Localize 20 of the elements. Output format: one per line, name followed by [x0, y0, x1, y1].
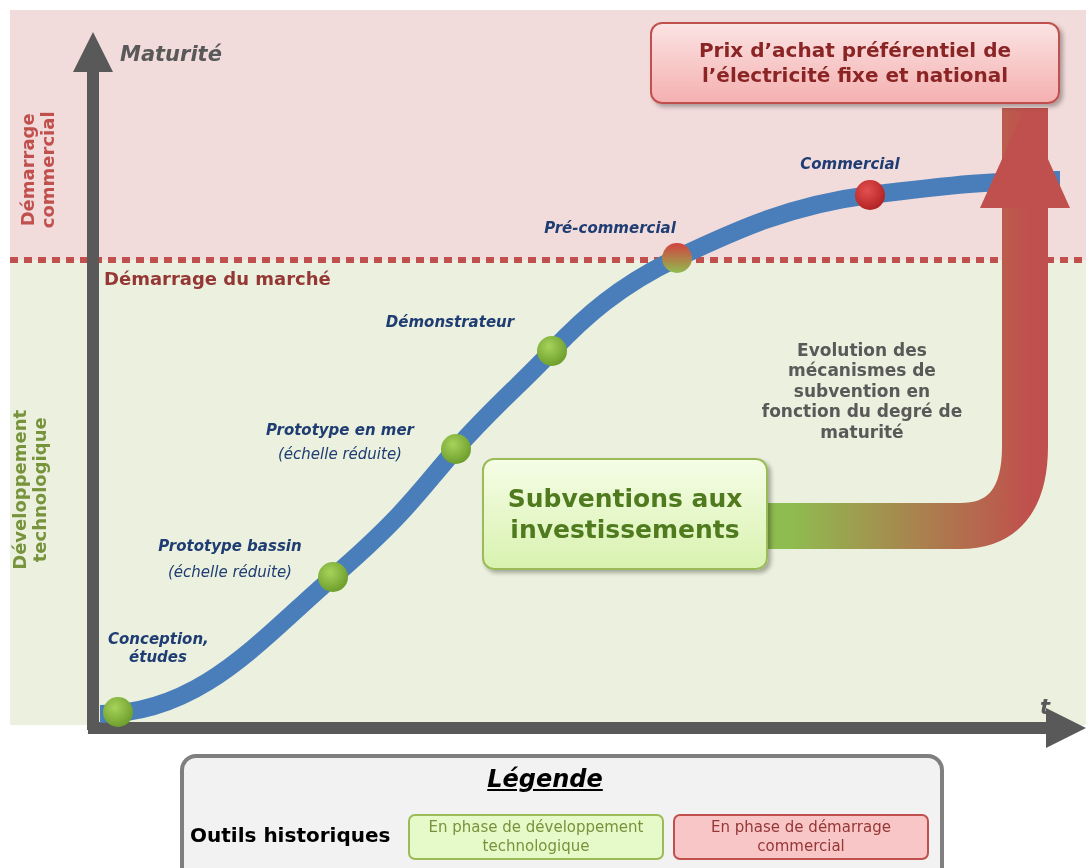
- stage-note: (échelle réduite): [277, 445, 403, 463]
- zone-label: Démarrage commercial: [18, 110, 58, 231]
- stage-label: Démonstrateur: [384, 313, 516, 331]
- stage-label: Conception, études: [108, 630, 208, 666]
- legend-row-label: Outils historiques: [190, 823, 392, 847]
- legend-swatch: En phase de démarrage commercial: [673, 814, 929, 860]
- legend-title: Légende: [486, 765, 604, 794]
- axis-title: Maturité: [120, 42, 223, 68]
- curved-arrow: [768, 108, 1070, 549]
- edge-label: Evolution des mécanismes de subvention en fonction du degré de maturité: [760, 340, 964, 442]
- zone-label: Développement technologique: [10, 408, 50, 572]
- stage-label: Prototype bassin: [157, 537, 303, 555]
- legend-swatch: En phase de développement technologique: [408, 814, 664, 860]
- stage-label: Commercial: [799, 155, 901, 173]
- text-box: Prix d’achat préférentiel de l’électricité fixe et national: [650, 22, 1060, 104]
- stage-label: Pré-commercial: [543, 219, 677, 237]
- threshold-label: Démarrage du marché: [104, 268, 332, 290]
- stage-note: (échelle réduite): [167, 563, 293, 581]
- text-box: Subventions aux investissements: [482, 458, 768, 570]
- stage-label: Prototype en mer: [264, 421, 416, 439]
